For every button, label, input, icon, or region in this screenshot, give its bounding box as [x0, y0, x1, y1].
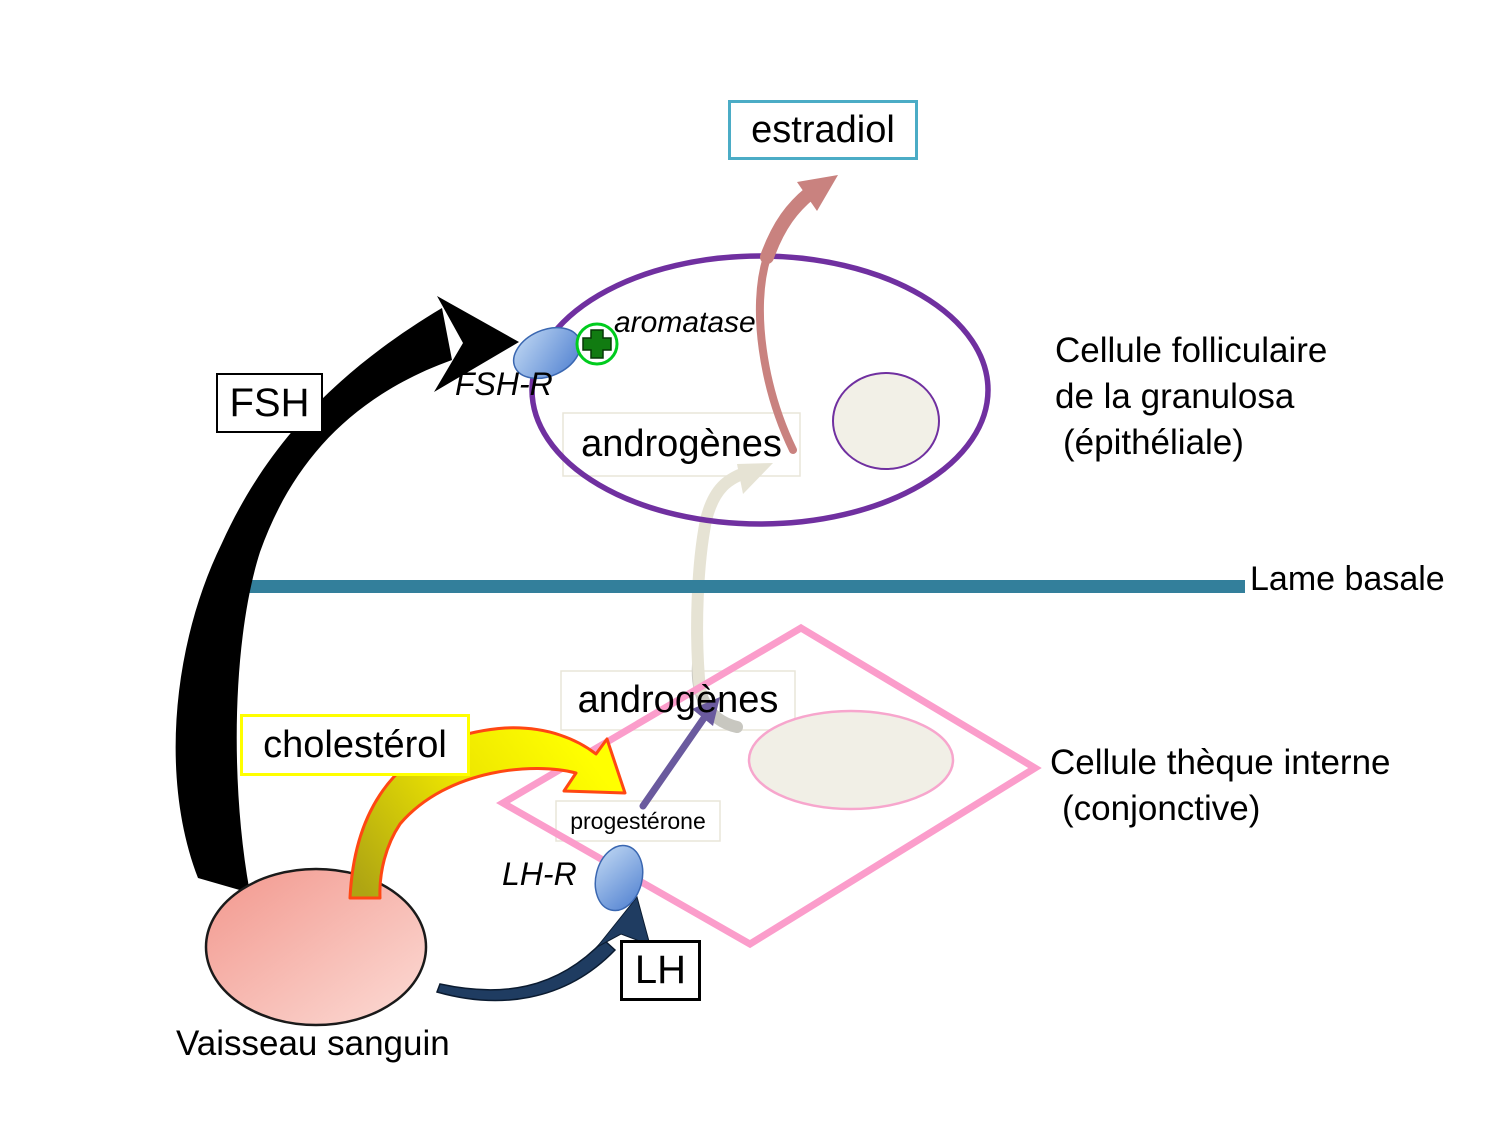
androgenes-granulosa-label: androgènes: [581, 423, 782, 465]
aromatase-plus-icon: [575, 322, 619, 366]
granulosa-nucleus: [832, 372, 940, 470]
theca-cell-label-line1: Cellule thèque interne: [1050, 743, 1391, 782]
lame-basale-label: Lame basale: [1250, 560, 1445, 598]
granulosa-cell-label-line1: Cellule folliculaire: [1055, 331, 1328, 370]
cholesterol-box: cholestérol: [240, 714, 470, 776]
lh-arrow: [436, 895, 651, 1002]
granulosa-cell-label-line2: de la granulosa: [1055, 377, 1295, 416]
basal-lamina-line: [237, 580, 1245, 593]
granulosa-membrane: [529, 253, 991, 527]
fsh-box: FSH: [216, 373, 323, 433]
progesterone-to-androgen-arrow: [639, 697, 720, 810]
lh-receptor-label: LH-R: [502, 856, 577, 892]
estradiol-arrow: [755, 175, 838, 454]
lh-box: LH: [620, 940, 701, 1001]
theca-cytoplasm-ellipse: [747, 709, 955, 811]
progesterone-label: progestérone: [570, 807, 706, 834]
blood-vessel-label: Vaisseau sanguin: [176, 1024, 450, 1063]
blood-vessel: [204, 867, 428, 1027]
granulosa-cell-label-line3: (épithéliale): [1063, 423, 1244, 462]
fsh-receptor-label: FSH-R: [455, 366, 553, 402]
progesterone-box: [555, 800, 721, 842]
lh-receptor: [594, 844, 644, 912]
theca-cell-label: Cellule thèque interne (conjonctive): [1050, 740, 1391, 832]
aromatase-label: aromatase: [614, 306, 756, 339]
estradiol-box: estradiol: [728, 100, 918, 160]
theca-cell-label-line2: (conjonctive): [1062, 789, 1261, 828]
granulosa-cell-label: Cellule folliculaire de la granulosa (ép…: [1055, 328, 1327, 466]
androgenes-theque-label: androgènes: [577, 679, 779, 721]
